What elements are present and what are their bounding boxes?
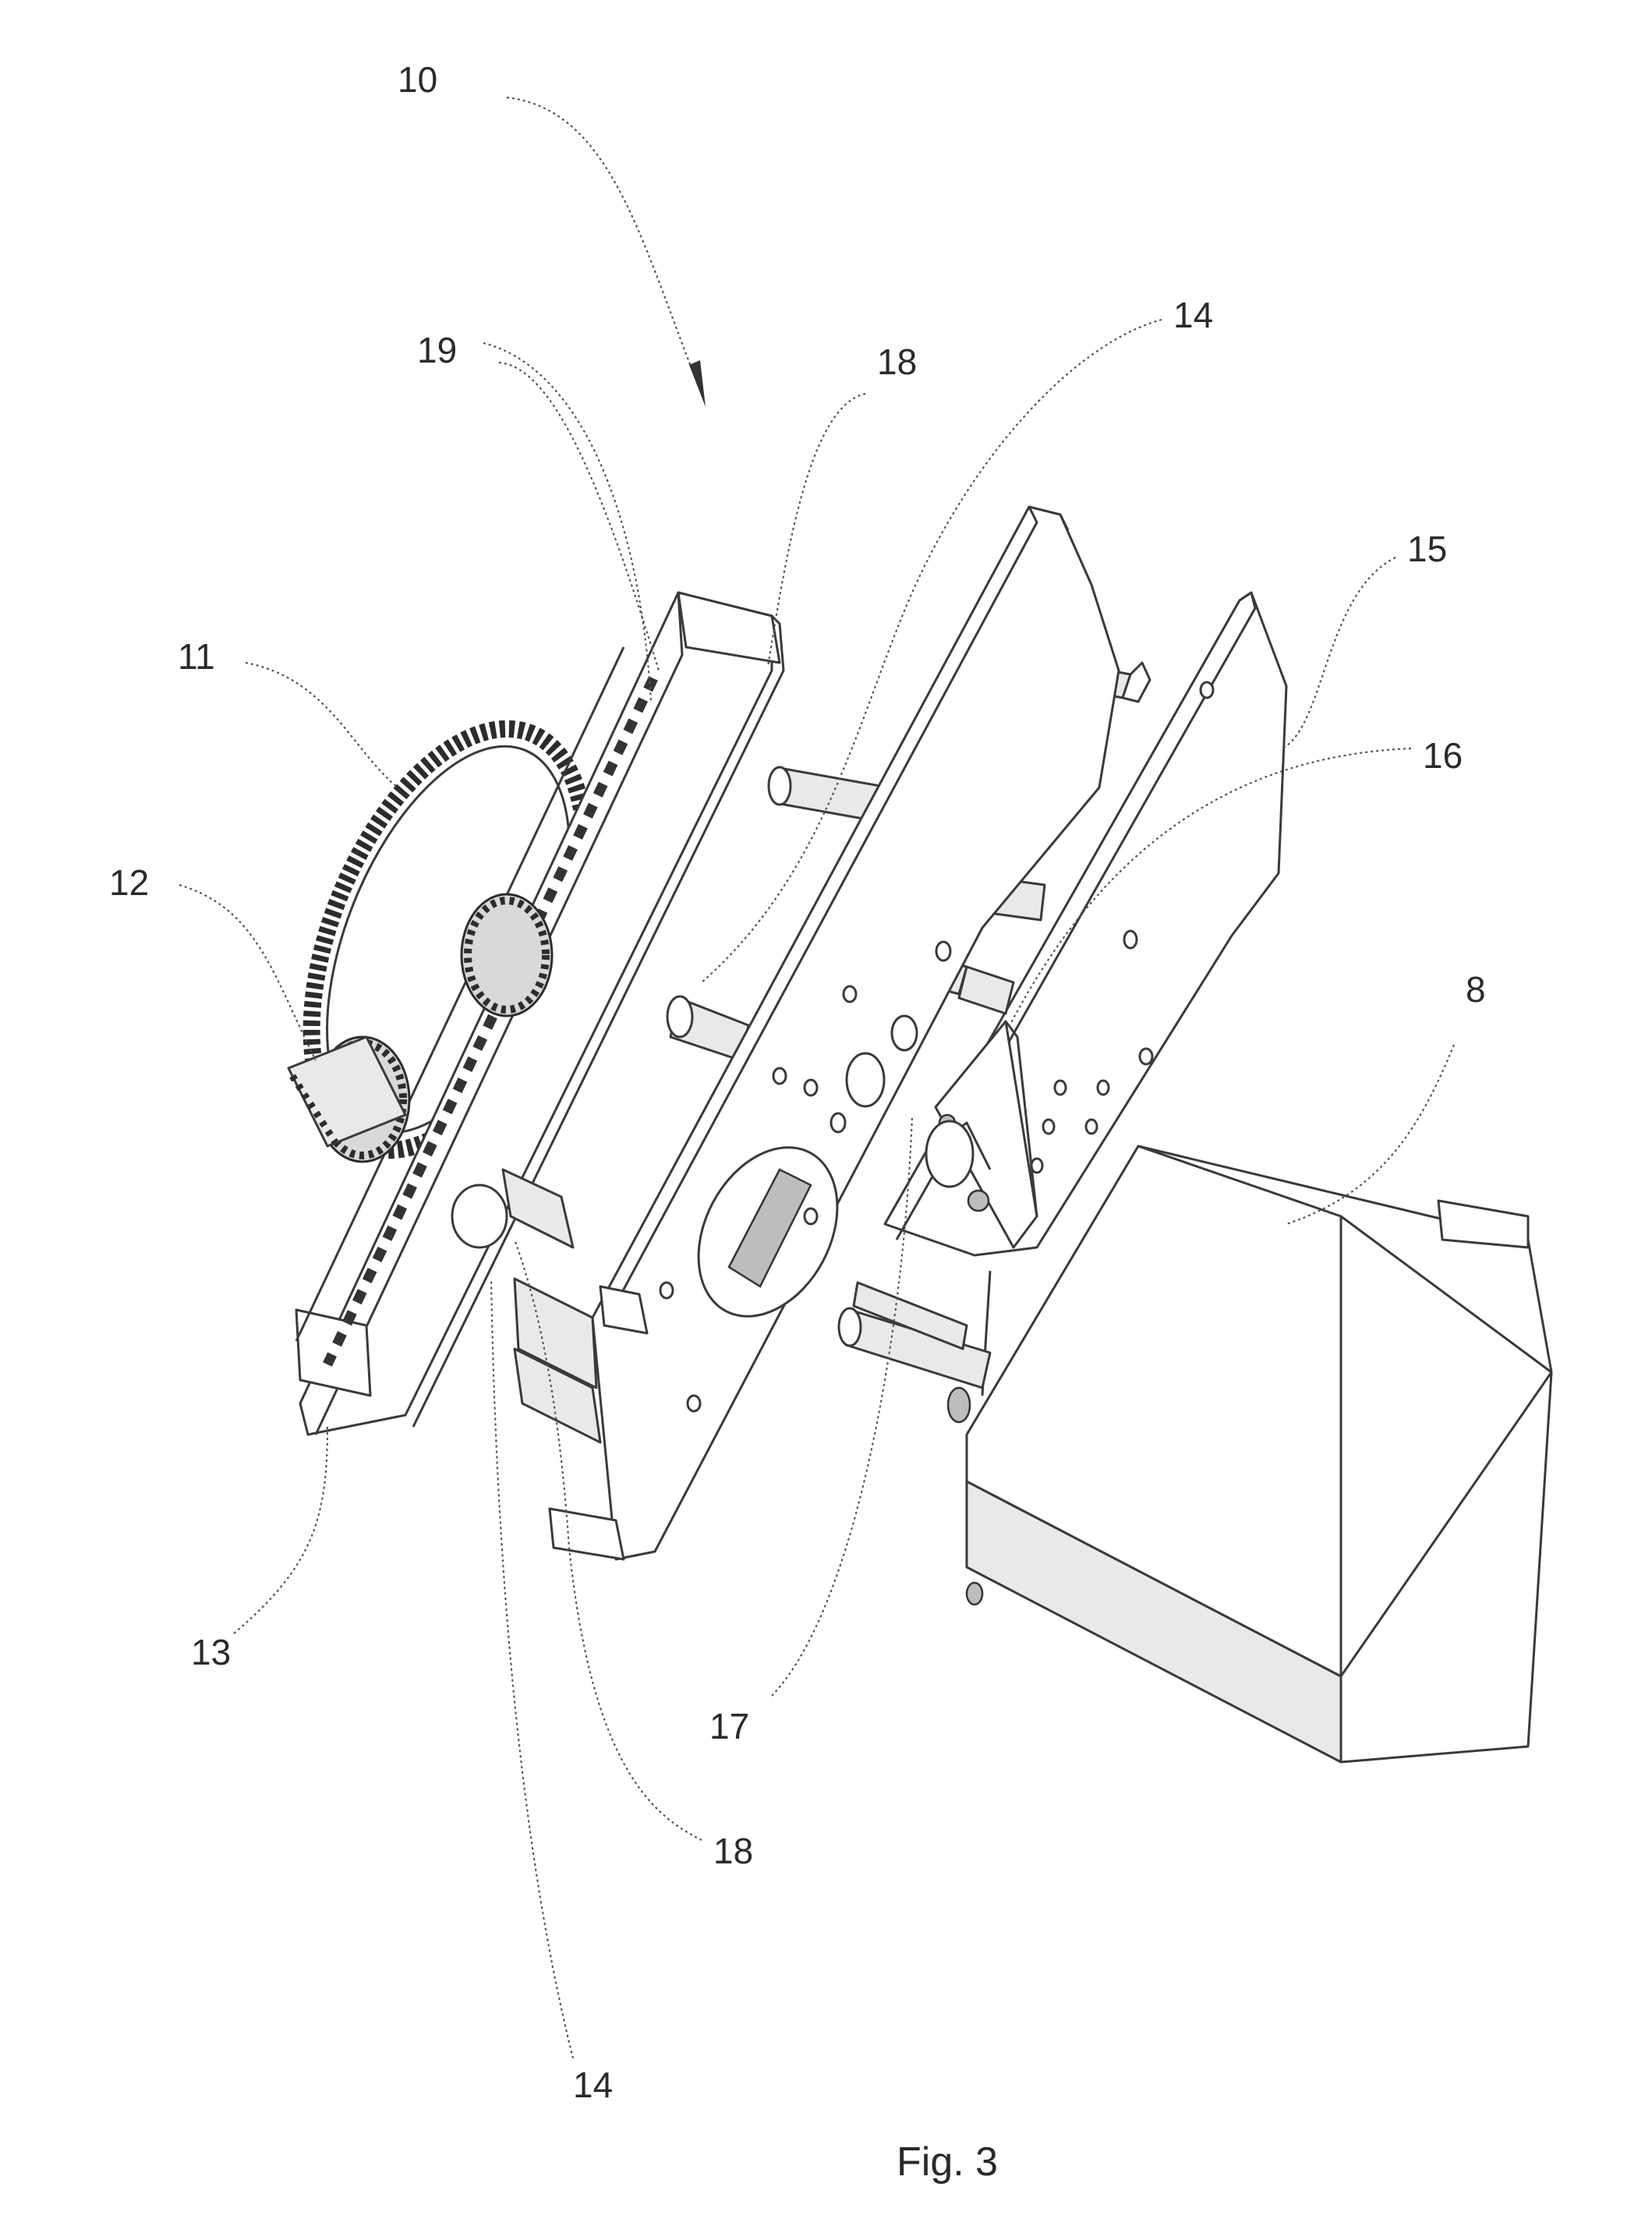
- leader-8: [1286, 1044, 1456, 1226]
- leader-15: [1282, 557, 1396, 749]
- stepper-motor: [946, 1145, 1553, 1764]
- label-pinion-12: 12: [109, 862, 149, 903]
- leader-19a: [498, 361, 660, 671]
- leader-lines: [179, 96, 1456, 2059]
- arrowhead-10: [689, 360, 706, 407]
- leader-13: [233, 1426, 329, 1634]
- leader-11: [245, 661, 398, 788]
- label-rack-teeth-19: 19: [417, 330, 457, 370]
- leader-10: [506, 96, 695, 375]
- front-plate-holes: [659, 940, 952, 1413]
- mechanism-drawing: [287, 505, 1553, 1764]
- reference-numerals: 10 19 18 14 15 16 11 12 8 13 17 18 14: [109, 59, 1486, 2105]
- leader-14-bottom: [490, 1278, 575, 2059]
- leader-18-top: [766, 392, 866, 667]
- label-rod-14-top: 14: [1173, 295, 1213, 335]
- toothed-rack: [295, 591, 785, 1436]
- slider-blocks: [451, 1168, 575, 1249]
- label-rod-14-bottom: 14: [573, 2065, 613, 2105]
- leader-18-bottom: [513, 1239, 702, 1841]
- label-plate-15: 15: [1407, 529, 1447, 569]
- label-pin-16: 16: [1423, 735, 1463, 776]
- rear-plate-holes: [1030, 681, 1215, 1174]
- label-rack-13: 13: [191, 1632, 231, 1672]
- label-motor-8: 8: [1466, 969, 1486, 1010]
- figure-caption: Fig. 3: [897, 2139, 998, 2185]
- front-plate: [513, 505, 1120, 1561]
- leader-17: [771, 1114, 914, 1697]
- label-slider-18-bottom: 18: [713, 1831, 753, 1871]
- leader-16: [1005, 747, 1412, 1034]
- leader-12: [179, 883, 317, 1061]
- pinion-gears: [287, 893, 554, 1163]
- leader-14-top: [701, 318, 1162, 983]
- label-hole-17: 17: [709, 1706, 749, 1746]
- label-assembly-10: 10: [398, 59, 437, 100]
- label-gear-11: 11: [178, 636, 215, 677]
- leader-19b: [483, 341, 653, 702]
- label-slider-18-top: 18: [877, 341, 917, 382]
